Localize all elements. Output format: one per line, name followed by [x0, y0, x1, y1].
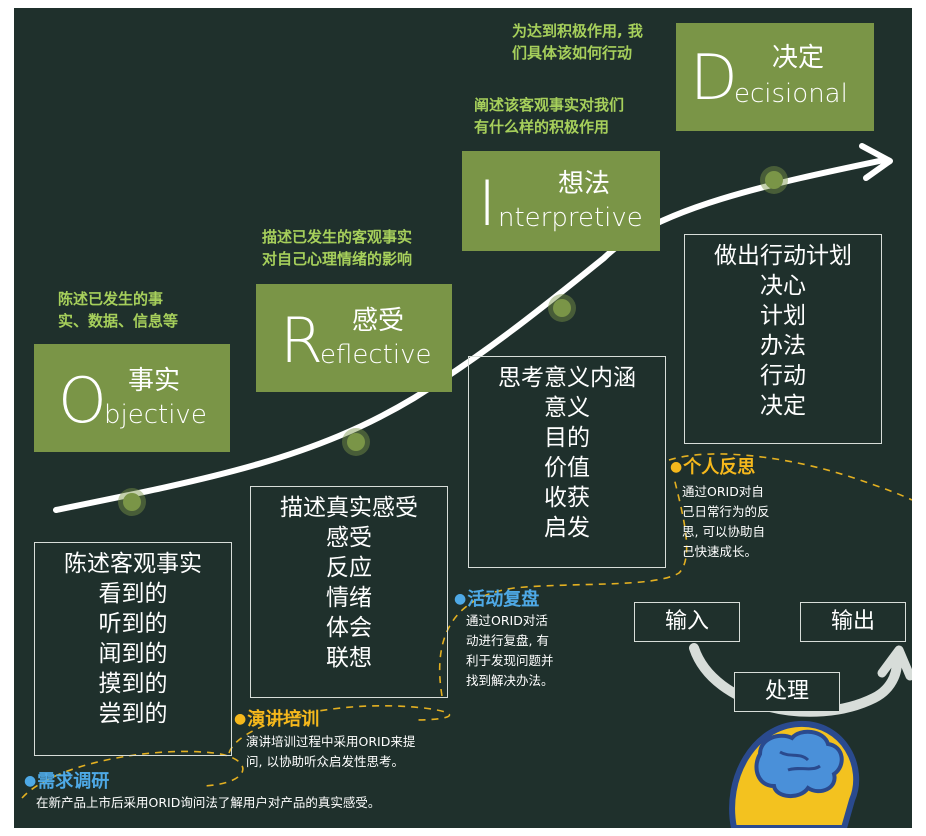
review-tag: ●活动复盘	[454, 589, 540, 610]
decisional-note: 为达到积极作用, 我们具体该如何行动	[512, 22, 643, 62]
review-desc: 通过ORID对活动进行复盘, 有 利于发现问题并找到解决办法。	[466, 613, 554, 688]
training-desc: 演讲培训过程中采用ORID来提问, 以协助听众启发性思考。	[246, 734, 416, 769]
reflection-tag: ●个人反思	[670, 457, 756, 478]
survey-desc: 在新产品上市后采用ORID询问法了解用户对产品的真实感受。	[36, 795, 381, 810]
interpretive-detail-box: 思考意义内涵 意义 目的 价值 收获 启发	[468, 356, 666, 568]
stage-interpretive: I nterpretive 想法	[462, 151, 660, 251]
reflective-detail-box: 描述真实感受 感受 反应 情绪 体会 联想	[250, 486, 448, 698]
output-box: 输出	[800, 602, 906, 642]
bullet-icon: ●	[670, 459, 683, 475]
box-title: 描述真实感受	[280, 495, 418, 521]
bullet-icon: ●	[24, 773, 37, 789]
training-tag: ●演讲培训	[234, 709, 320, 730]
brain-head-icon	[729, 720, 860, 828]
curve-nodes	[118, 166, 788, 516]
objective-note: 陈述已发生的事实、数据、信息等	[58, 290, 179, 330]
bullet-icon: ●	[454, 591, 467, 607]
box-title: 思考意义内涵	[498, 365, 636, 391]
reflective-note: 描述已发生的客观事实对自己心理情绪的影响	[262, 228, 413, 268]
reflection-desc: 通过ORID对自己日常行为的反 思, 可以协助自己快速成长。	[682, 484, 770, 559]
orid-diagram: 陈述已发生的事实、数据、信息等 描述已发生的客观事实对自己心理情绪的影响 阐述该…	[14, 8, 912, 828]
objective-detail-box: 陈述客观事实 看到的 听到的 闻到的 摸到的 尝到的	[34, 542, 232, 756]
box-title: 做出行动计划	[714, 243, 852, 269]
stage-decisional: D ecisional 决定	[676, 23, 874, 131]
survey-tag: ●需求调研	[24, 771, 110, 792]
box-title: 陈述客观事实	[64, 551, 202, 577]
interpretive-note: 阐述该客观事实对我们有什么样的积极作用	[474, 96, 625, 136]
stage-reflective: R eflective 感受	[256, 284, 452, 392]
bullet-icon: ●	[234, 711, 247, 727]
process-box: 处理	[734, 672, 840, 712]
input-box: 输入	[634, 602, 740, 642]
stage-objective: O bjective 事实	[34, 344, 230, 452]
decisional-detail-box: 做出行动计划 决心 计划 办法 行动 决定	[684, 234, 882, 444]
